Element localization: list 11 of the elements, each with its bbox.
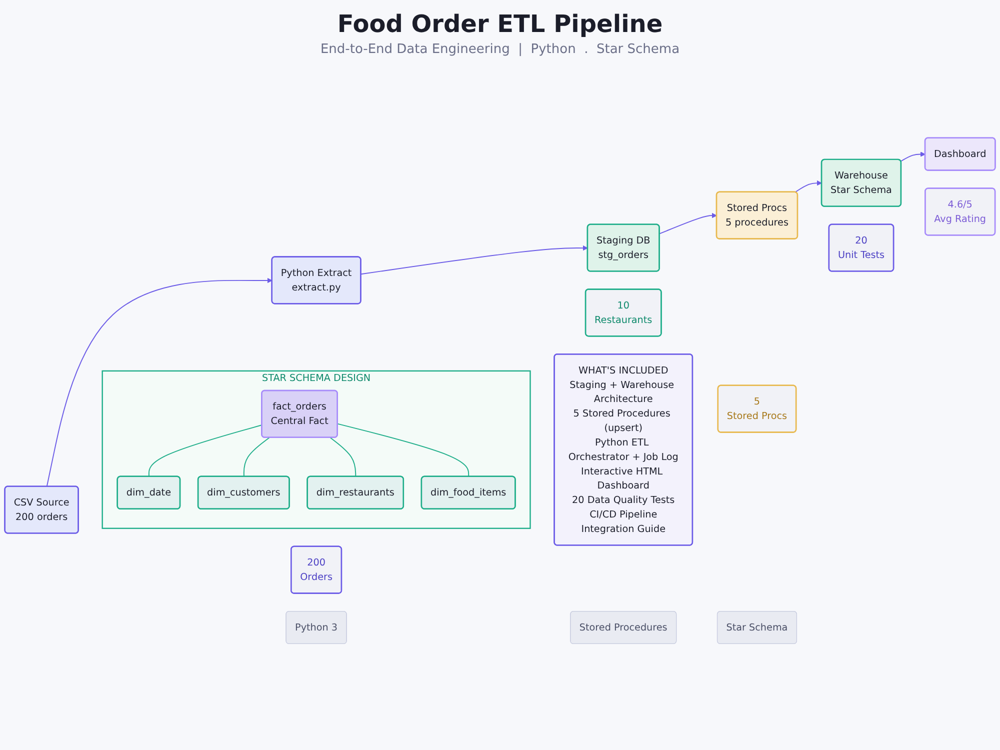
- arrow: [659, 213, 718, 234]
- arrow: [794, 180, 822, 193]
- title: Food Order ETL Pipeline: [336, 10, 664, 38]
- arrow: [360, 246, 588, 275]
- arrow: [900, 152, 926, 162]
- arrow: [46, 278, 272, 488]
- connector: [330, 437, 356, 478]
- connector: [243, 437, 270, 478]
- connector: [148, 424, 262, 478]
- connector: [337, 424, 470, 478]
- subtitle: End-to-End Data Engineering | Python . Star Schema: [319, 42, 681, 57]
